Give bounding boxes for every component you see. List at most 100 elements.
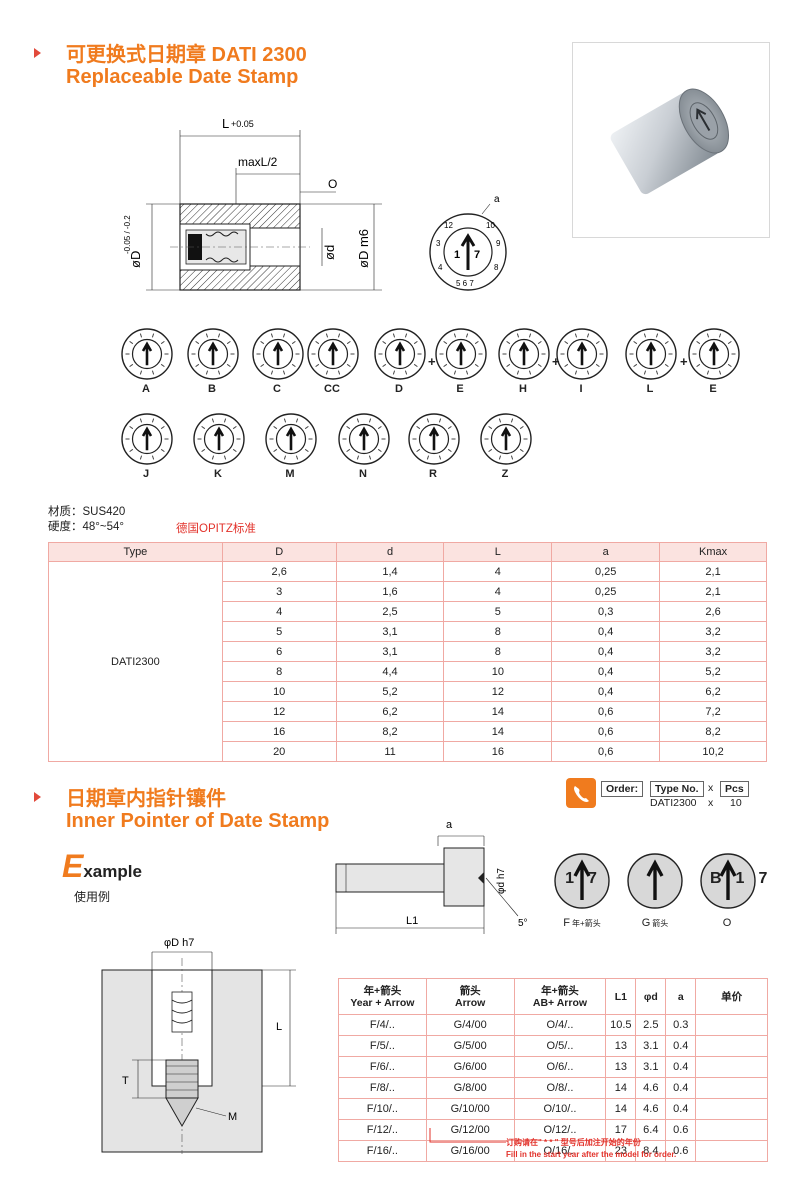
table-cell: 2.5: [635, 1014, 667, 1036]
inner-header-cell: L1: [605, 978, 637, 1015]
section1-title-cn: 可更换式日期章 DATI 2300: [66, 44, 307, 66]
table-cell: O/6/..: [513, 1056, 607, 1078]
table-cell: 5,2: [335, 681, 445, 702]
spec-table-header: Type D d L a Kmax: [48, 542, 767, 562]
phone-order-icon: [566, 778, 596, 808]
table-cell: 14: [443, 721, 553, 742]
table-cell: 16: [221, 721, 337, 742]
table-cell: O/10/..: [513, 1098, 607, 1120]
spec-header-d-inner: d: [335, 542, 445, 562]
spec-type-cell: DATI2300: [48, 561, 223, 762]
pointer-face-icon: [700, 853, 756, 909]
svg-text:12: 12: [444, 221, 453, 230]
stamp-label: C: [273, 383, 281, 395]
table-cell: 0,25: [551, 581, 661, 602]
pointer-label-sub: 箭头: [652, 919, 669, 928]
stamp-label: J: [142, 468, 150, 480]
order-type-value: DATI2300: [650, 797, 697, 809]
stamp-face-icon: [252, 328, 304, 380]
table-cell: 13: [605, 1035, 637, 1057]
stamp-face-icon: [374, 328, 426, 380]
order-note-cn: 订购请在" * * " 型号后加注开始的年份: [506, 1138, 641, 1147]
table-cell: [695, 1014, 768, 1036]
table-cell: 0,6: [551, 701, 661, 722]
stamp-row1-2: C: [251, 327, 304, 395]
pointer-label-main: O: [722, 917, 732, 929]
table-cell: 12: [221, 701, 337, 722]
stamp-face-icon: [625, 328, 677, 380]
table-cell: 2,1: [659, 561, 767, 582]
stamp-label: L: [646, 383, 654, 395]
dim-d-outer-label: øD: [128, 251, 143, 268]
svg-text:1: 1: [454, 249, 460, 261]
table-cell: 12: [443, 681, 553, 702]
stamp-row2-4: R: [407, 412, 460, 480]
stamp-label: D: [395, 383, 403, 395]
table-cell: 0.4: [665, 1098, 697, 1120]
table-cell: 0.4: [665, 1077, 697, 1099]
table-cell: 2,1: [659, 581, 767, 602]
table-cell: 4: [221, 601, 337, 622]
table-cell: [695, 1056, 768, 1078]
stamp-face-icon: [688, 328, 740, 380]
table-cell: 11: [335, 741, 445, 762]
table-cell: 8: [221, 661, 337, 682]
pointer-face-icon: [554, 853, 610, 909]
stamp-row2-3: N: [337, 412, 390, 480]
table-cell: O/8/..: [513, 1077, 607, 1099]
table-cell: 6,2: [335, 701, 445, 722]
table-cell: G/4/00: [425, 1014, 515, 1036]
stamp-label: Z: [501, 468, 509, 480]
dim-d-outer-tolerance: -0.05 / -0.2: [123, 215, 132, 254]
hardness-line: 硬度：48°~54°: [48, 521, 124, 533]
table-cell: 14: [605, 1077, 637, 1099]
pointer-pin-drawing: a φd h7 L1 5°: [335, 819, 528, 934]
pointer-label-main: F: [563, 917, 571, 929]
pointer-label-sub: 年+箭头: [572, 919, 601, 928]
stamp-row1-3: CC: [306, 327, 359, 395]
table-cell: 6: [221, 641, 337, 662]
table-cell: G/10/00: [425, 1098, 515, 1120]
table-cell: 4: [443, 581, 553, 602]
table-cell: 0,4: [551, 681, 661, 702]
stamp-row1-6: H: [497, 327, 550, 395]
table-cell: 0,4: [551, 641, 661, 662]
stamp-label: I: [579, 383, 583, 395]
table-cell: 4.6: [635, 1077, 667, 1099]
stamp-row1-7: I: [555, 327, 608, 395]
table-cell: 2,5: [335, 601, 445, 622]
table-cell: 3,2: [659, 621, 767, 642]
table-cell: 8,2: [335, 721, 445, 742]
pointer-face-text: B17: [710, 870, 782, 887]
pin-dim-phid: φd h7: [496, 868, 507, 894]
table-cell: 8: [443, 621, 553, 642]
table-cell: 5: [221, 621, 337, 642]
inner-header-cell: a: [665, 978, 697, 1015]
stamp-row1-9: E: [687, 327, 740, 395]
stamp-row1-8: L: [624, 327, 677, 395]
table-cell: 0.4: [665, 1056, 697, 1078]
table-cell: O/5/..: [513, 1035, 607, 1057]
pin-dim-angle: 5°: [518, 918, 528, 929]
example-rest: xample: [83, 862, 142, 881]
inner-header-cn: φd: [643, 990, 658, 1003]
table-cell: G/5/00: [425, 1035, 515, 1057]
assembly-drawing: φD h7 L T M: [101, 937, 296, 1154]
stamp-row1-4: D: [373, 327, 426, 395]
table-cell: 10.5: [605, 1014, 637, 1036]
svg-text:7: 7: [474, 249, 480, 261]
stamp-label: N: [359, 468, 367, 480]
table-cell: 10: [221, 681, 337, 702]
svg-text:5 6 7: 5 6 7: [456, 279, 474, 288]
table-cell: 3: [221, 581, 337, 602]
table-cell: 0,6: [551, 741, 661, 762]
pointer-label-main: G: [641, 917, 651, 929]
table-cell: 2,6: [221, 561, 337, 582]
